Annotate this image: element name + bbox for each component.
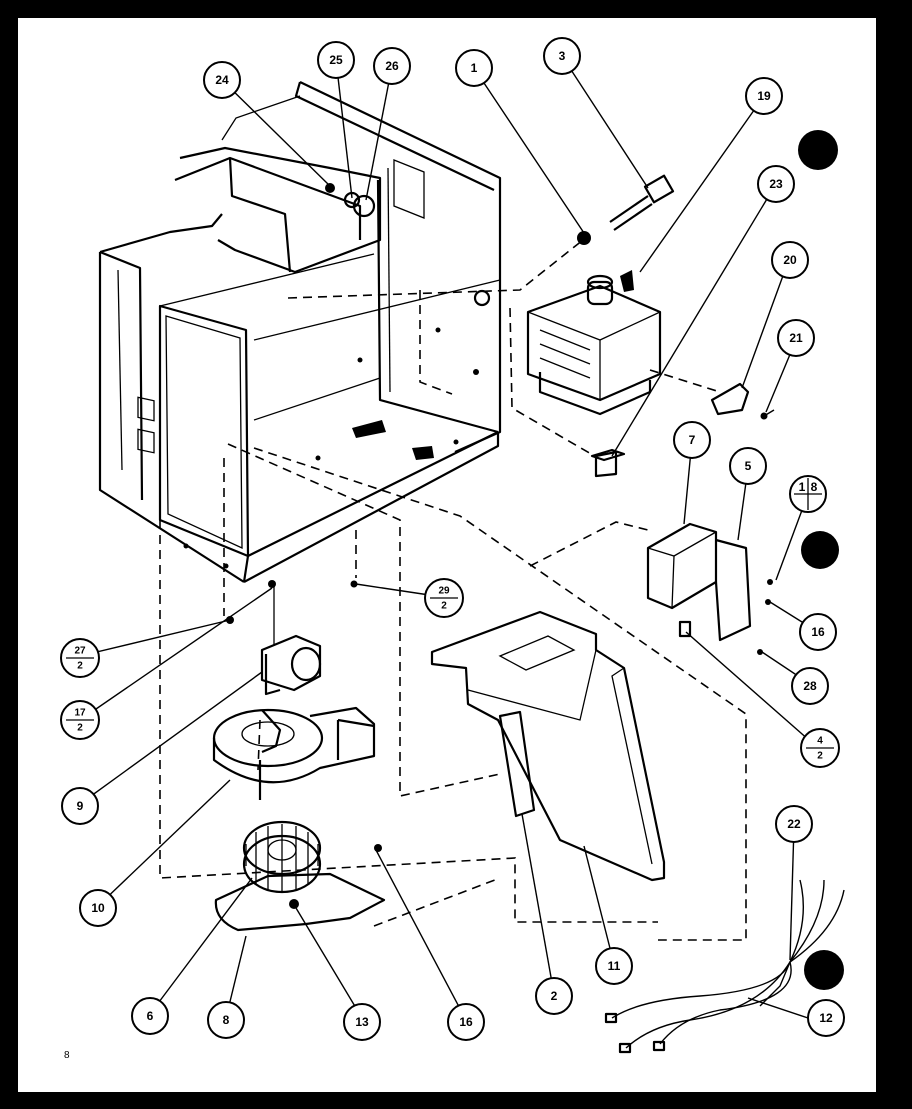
- callout-10: 10: [79, 889, 117, 927]
- svg-text:6: 6: [147, 1009, 154, 1023]
- callout-7: 7: [673, 421, 711, 459]
- callout-21: 21: [777, 319, 815, 357]
- svg-text:11: 11: [608, 959, 621, 973]
- wire-harness: [604, 879, 845, 1054]
- bracket-20: [710, 382, 775, 420]
- svg-text:8: 8: [223, 1013, 230, 1027]
- magnetron: [526, 270, 662, 416]
- svg-text:1: 1: [471, 61, 478, 75]
- callout-13: 13: [343, 1003, 381, 1041]
- callout-23: 23: [757, 165, 795, 203]
- callout-5: 5: [729, 447, 767, 485]
- svg-text:2: 2: [441, 601, 447, 612]
- svg-text:16: 16: [459, 1015, 473, 1029]
- callout-20: 20: [771, 241, 809, 279]
- callout-16-right: 16: [799, 613, 837, 651]
- fan-motor: [226, 580, 358, 696]
- callout-29-over-2: 29 2: [424, 578, 464, 618]
- svg-text:22: 22: [787, 817, 801, 831]
- callout-22: 22: [775, 805, 813, 843]
- callout-1: 1: [455, 49, 493, 87]
- assembly-dashed-lines: [159, 235, 747, 941]
- callout-24: 24: [203, 61, 241, 99]
- svg-text:2: 2: [817, 751, 823, 762]
- page-number: 8: [64, 1050, 70, 1061]
- svg-text:21: 21: [789, 331, 803, 345]
- svg-text:19: 19: [757, 89, 771, 103]
- svg-text:2: 2: [77, 723, 83, 734]
- callout-6: 6: [131, 997, 169, 1035]
- leader-lines: [79, 55, 819, 1021]
- svg-text:8: 8: [811, 480, 818, 494]
- svg-text:25: 25: [329, 53, 343, 67]
- callout-9: 9: [61, 787, 99, 825]
- svg-text:16: 16: [811, 625, 825, 639]
- callout-18-split: 1 8: [789, 475, 827, 513]
- svg-text:5: 5: [745, 459, 752, 473]
- svg-text:2: 2: [551, 989, 558, 1003]
- callout-3: 3: [543, 37, 581, 75]
- callout-16-bottom: 16: [447, 1003, 485, 1041]
- diagram-sheet: [18, 18, 876, 1092]
- svg-text:26: 26: [385, 59, 399, 73]
- svg-text:2: 2: [77, 661, 83, 672]
- svg-text:27: 27: [74, 646, 86, 657]
- base-plate: [214, 844, 386, 932]
- svg-text:17: 17: [74, 708, 86, 719]
- svg-text:7: 7: [689, 433, 696, 447]
- callout-27-over-2: 27 2: [60, 638, 100, 678]
- callout-8: 8: [207, 1001, 245, 1039]
- callout-4-over-2: 4 2: [800, 728, 840, 768]
- svg-text:29: 29: [438, 586, 450, 597]
- svg-text:20: 20: [783, 253, 797, 267]
- svg-text:1: 1: [799, 480, 806, 494]
- registration-dots: [798, 130, 844, 990]
- svg-text:28: 28: [803, 679, 817, 693]
- svg-text:3: 3: [559, 49, 566, 63]
- callout-25: 25: [317, 41, 355, 79]
- cap-part: [590, 448, 626, 478]
- svg-text:10: 10: [91, 901, 105, 915]
- callout-28: 28: [791, 667, 829, 705]
- svg-text:13: 13: [355, 1015, 369, 1029]
- relay-bracket: [646, 522, 773, 655]
- callout-2: 2: [535, 977, 573, 1015]
- callout-12: 12: [807, 999, 845, 1037]
- callout-11: 11: [595, 947, 633, 985]
- svg-text:23: 23: [769, 177, 783, 191]
- fan-housing: [212, 706, 376, 800]
- cabinet-chassis: [98, 81, 502, 583]
- callout-26: 26: [373, 47, 411, 85]
- svg-text:12: 12: [819, 1011, 833, 1025]
- fan-blade: [242, 820, 322, 894]
- callout-19: 19: [745, 77, 783, 115]
- air-duct: [430, 610, 666, 882]
- callout-17-over-2: 17 2: [60, 700, 100, 740]
- svg-text:4: 4: [817, 736, 823, 747]
- antenna-cap-and-cutout: [577, 174, 675, 245]
- svg-text:24: 24: [215, 73, 229, 87]
- svg-text:9: 9: [77, 799, 84, 813]
